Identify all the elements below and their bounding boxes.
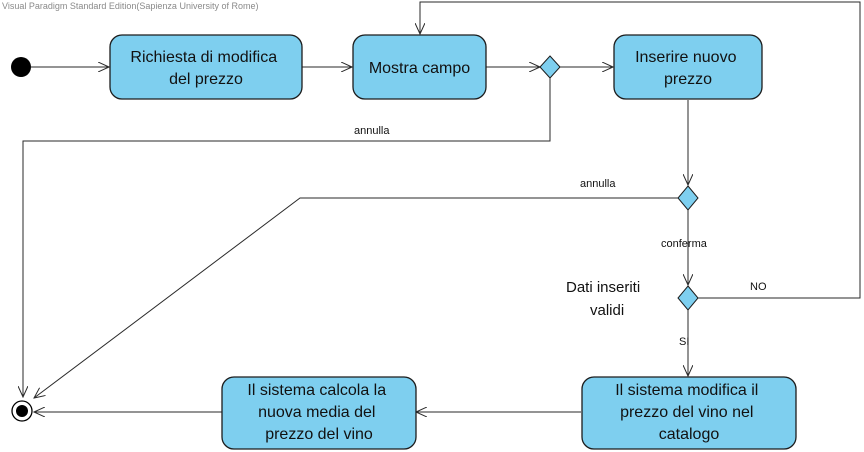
guard-conferma: conferma bbox=[661, 238, 708, 250]
action-mostra-campo[interactable]: Mostra campo bbox=[352, 34, 487, 100]
action-inserire-nuovo-prezzo[interactable]: Inserire nuovo prezzo bbox=[613, 34, 763, 100]
flow-decision-1-annulla bbox=[23, 77, 551, 397]
decision-node-1[interactable] bbox=[539, 55, 561, 79]
flow-decision-3-no bbox=[420, 1, 861, 299]
action-label: Mostra campo bbox=[369, 60, 470, 77]
flow-decision-2-annulla bbox=[34, 197, 678, 398]
action-sistema-modifica-prezzo[interactable]: Il sistema modifica il prezzo del vino n… bbox=[581, 376, 797, 450]
decision-node-3[interactable] bbox=[677, 285, 699, 311]
action-label: Richiesta di modifica del prezzo bbox=[130, 49, 281, 88]
action-label: Il sistema modifica il prezzo del vino n… bbox=[615, 382, 763, 443]
watermark: Visual Paradigm Standard Edition(Sapienz… bbox=[2, 1, 259, 11]
action-sistema-calcola-media[interactable]: Il sistema calcola la nuova media del pr… bbox=[221, 376, 417, 450]
guard-si: SI bbox=[679, 336, 689, 348]
action-richiesta-modifica[interactable]: Richiesta di modifica del prezzo bbox=[109, 34, 303, 100]
guard-annulla-1: annulla bbox=[354, 125, 390, 137]
final-node bbox=[11, 400, 33, 422]
decision-annotation: Dati inseriti validi bbox=[566, 279, 644, 319]
action-label: Il sistema calcola la nuova media del pr… bbox=[247, 382, 390, 443]
guard-no: NO bbox=[750, 281, 767, 293]
guard-annulla-2: annulla bbox=[580, 178, 616, 190]
decision-node-2[interactable] bbox=[677, 185, 699, 211]
initial-node bbox=[11, 57, 31, 77]
action-label: Inserire nuovo prezzo bbox=[635, 49, 741, 88]
control-flows bbox=[23, 1, 861, 412]
